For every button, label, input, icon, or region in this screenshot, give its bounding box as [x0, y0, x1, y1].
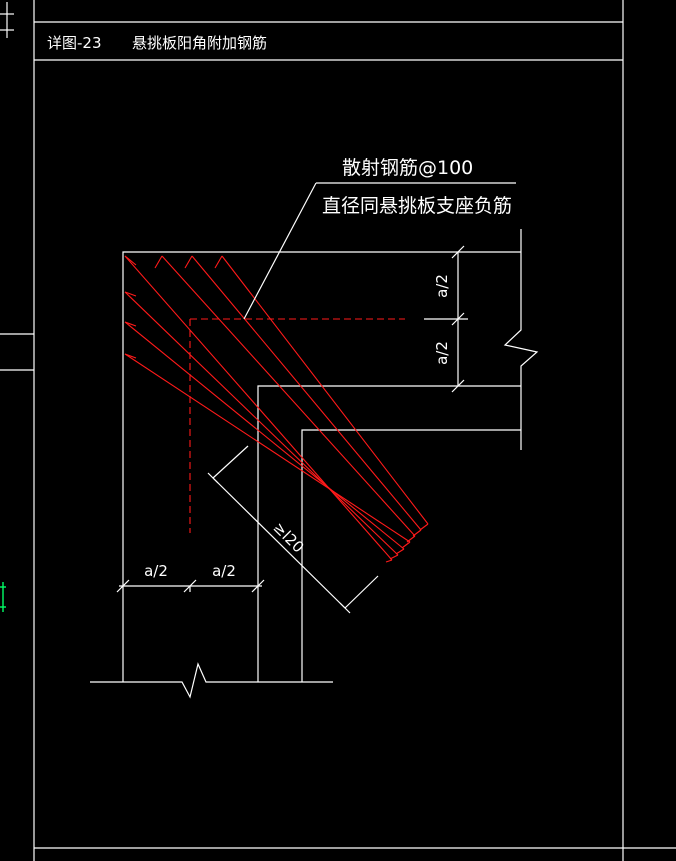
dimension-label-right-bottom: a/2 — [433, 341, 451, 365]
dimension-label-bottom-right: a/2 — [212, 562, 236, 580]
dimension-right — [424, 245, 468, 393]
corner-crosshair-mark — [0, 2, 14, 38]
detail-id: 详图-23 — [47, 34, 102, 52]
slab-outline — [90, 229, 539, 699]
radial-rebar — [124, 255, 429, 563]
callout-leader — [243, 182, 516, 320]
callout-line-1: 散射钢筋@100 — [342, 157, 473, 179]
corner-rebar-dashed — [189, 318, 405, 533]
dimension-label-right-top: a/2 — [433, 274, 451, 298]
dimension-label-bottom-left: a/2 — [144, 562, 168, 580]
detail-title: 悬挑板阳角附加钢筋 — [132, 34, 267, 52]
callout-line-2: 直径同悬挑板支座负筋 — [322, 195, 512, 217]
dimension-diagonal — [207, 445, 379, 614]
dimension-bottom — [116, 579, 265, 593]
green-grip-marker — [0, 582, 6, 612]
